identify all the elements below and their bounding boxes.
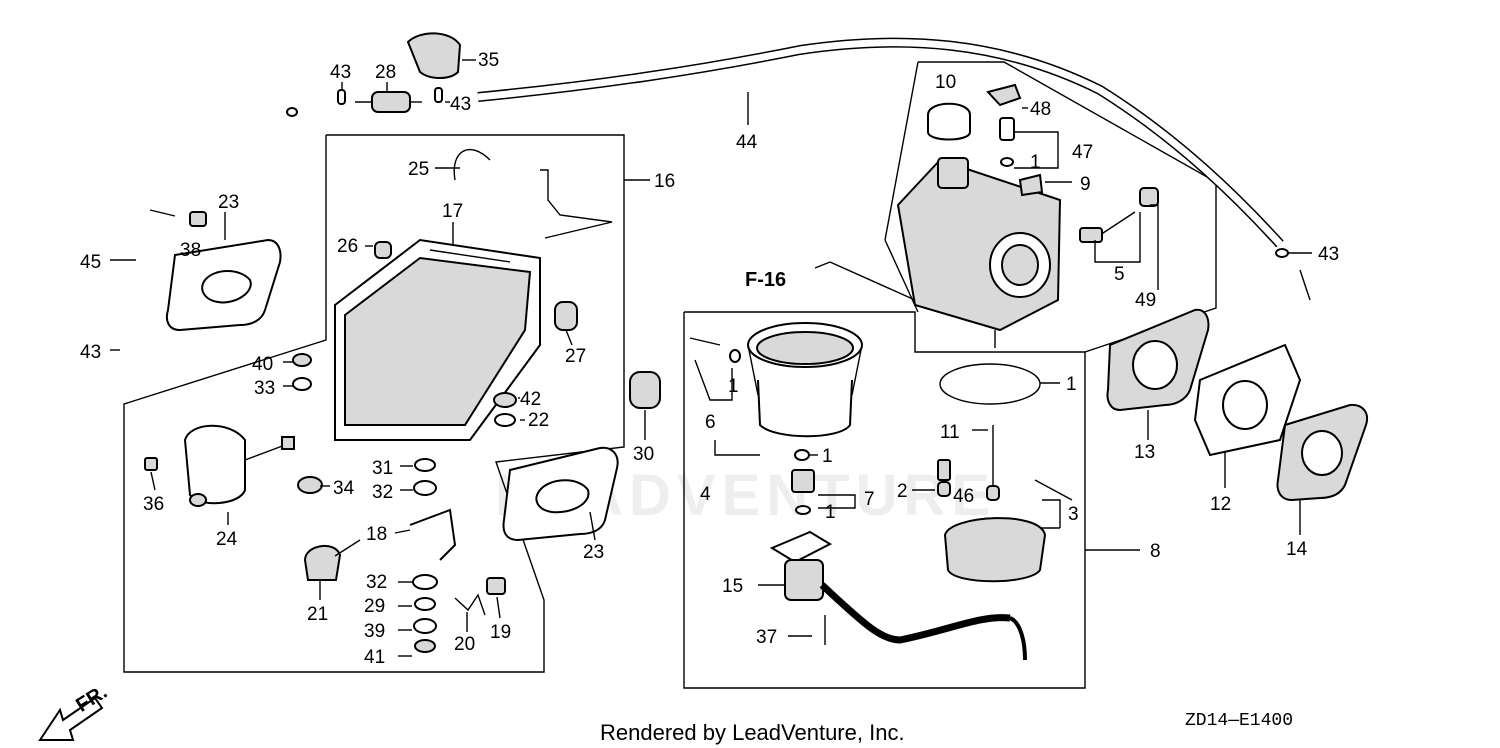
callout-31: 31: [372, 458, 393, 479]
callout-39: 39: [364, 621, 385, 642]
callout-14: 14: [1286, 539, 1308, 560]
callout-45: 45: [80, 252, 101, 273]
callout-7: 7: [864, 489, 875, 510]
grommet-30: [629, 371, 661, 409]
float-3: [943, 517, 1047, 583]
grommet-26: [374, 241, 392, 259]
callout-37: 37: [756, 627, 777, 648]
callout-18: 18: [366, 524, 387, 545]
callout-13: 13: [1134, 442, 1155, 463]
callout-12: 12: [1210, 494, 1231, 515]
elbow-4: [747, 322, 863, 438]
callout-10: 10: [935, 72, 956, 93]
fuel-filter-28: [355, 91, 422, 113]
callout-32: 32: [366, 572, 387, 593]
callout-48: 48: [1030, 99, 1051, 120]
callout-27: 27: [565, 346, 586, 367]
callout-46: 46: [953, 486, 974, 507]
fuel-valve-24: [183, 424, 295, 507]
callout-24: 24: [216, 529, 238, 550]
air-cleaner-case-17: [334, 238, 541, 441]
callout-47: 47: [1072, 142, 1093, 163]
solenoid-15: [769, 530, 1027, 661]
callout-49: 49: [1135, 290, 1156, 311]
callout-28: 28: [375, 62, 396, 83]
fuel-tube-44: [477, 37, 1284, 248]
callout-17: 17: [442, 201, 463, 222]
callout-30: 30: [633, 444, 654, 465]
callout-35: 35: [478, 50, 499, 71]
front-direction-arrow: [38, 696, 104, 741]
callout-43: 43: [330, 62, 351, 83]
callout-1: 1: [822, 446, 833, 467]
knob-48: [986, 83, 1022, 107]
callout-8: 8: [1150, 541, 1161, 562]
callout-41: 41: [364, 647, 385, 668]
callout-5: 5: [1114, 264, 1125, 285]
callout-44: 44: [736, 132, 758, 153]
callout-1: 1: [1066, 374, 1077, 395]
callout-1: 1: [825, 502, 836, 523]
cap-10: [927, 102, 971, 141]
callout-34: 34: [333, 478, 355, 499]
callout-19: 19: [490, 622, 511, 643]
callout-2: 2: [897, 481, 908, 502]
callout-23: 23: [583, 542, 604, 563]
knob-21: [303, 545, 342, 581]
callout-43: 43: [80, 342, 101, 363]
diagram-code: ZD14—E1400: [1185, 711, 1293, 731]
callout-26: 26: [337, 236, 358, 257]
wire-25: [453, 149, 613, 239]
callout-42: 42: [520, 389, 541, 410]
callout-9: 9: [1080, 174, 1091, 195]
clamp-35: [406, 32, 462, 79]
callout-33: 33: [254, 378, 275, 399]
callout-43: 43: [450, 94, 471, 115]
callout-4: 4: [700, 484, 711, 505]
callout-21: 21: [307, 604, 328, 625]
callout-29: 29: [364, 596, 385, 617]
callout-11: 11: [940, 422, 960, 443]
callout-6: 6: [705, 412, 716, 433]
callout-15: 15: [722, 576, 743, 597]
grommet-27: [554, 301, 578, 331]
callout-1: 1: [728, 376, 739, 397]
callout-36: 36: [143, 494, 164, 515]
callout-38: 38: [180, 240, 201, 261]
callout-43: 43: [1318, 244, 1339, 265]
callout-16: 16: [654, 171, 675, 192]
callout-40: 40: [252, 354, 273, 375]
callout-labels: 43 28 35 43 44 10 48 47 1 9 16 25 17 23 …: [80, 50, 1339, 668]
callout-3: 3: [1068, 504, 1079, 525]
callout-32: 32: [372, 482, 393, 503]
reference-label: F-16: [745, 269, 786, 291]
callout-1: 1: [1030, 152, 1041, 173]
carburetor-body: [896, 157, 1062, 348]
lever-18: [409, 508, 457, 561]
leader-lines: [110, 59, 1312, 657]
callout-22: 22: [528, 410, 549, 431]
callout-20: 20: [454, 634, 475, 655]
credit-text: Rendered by LeadVenture, Inc.: [600, 720, 905, 745]
callout-23: 23: [218, 192, 239, 213]
callout-25: 25: [408, 159, 429, 180]
